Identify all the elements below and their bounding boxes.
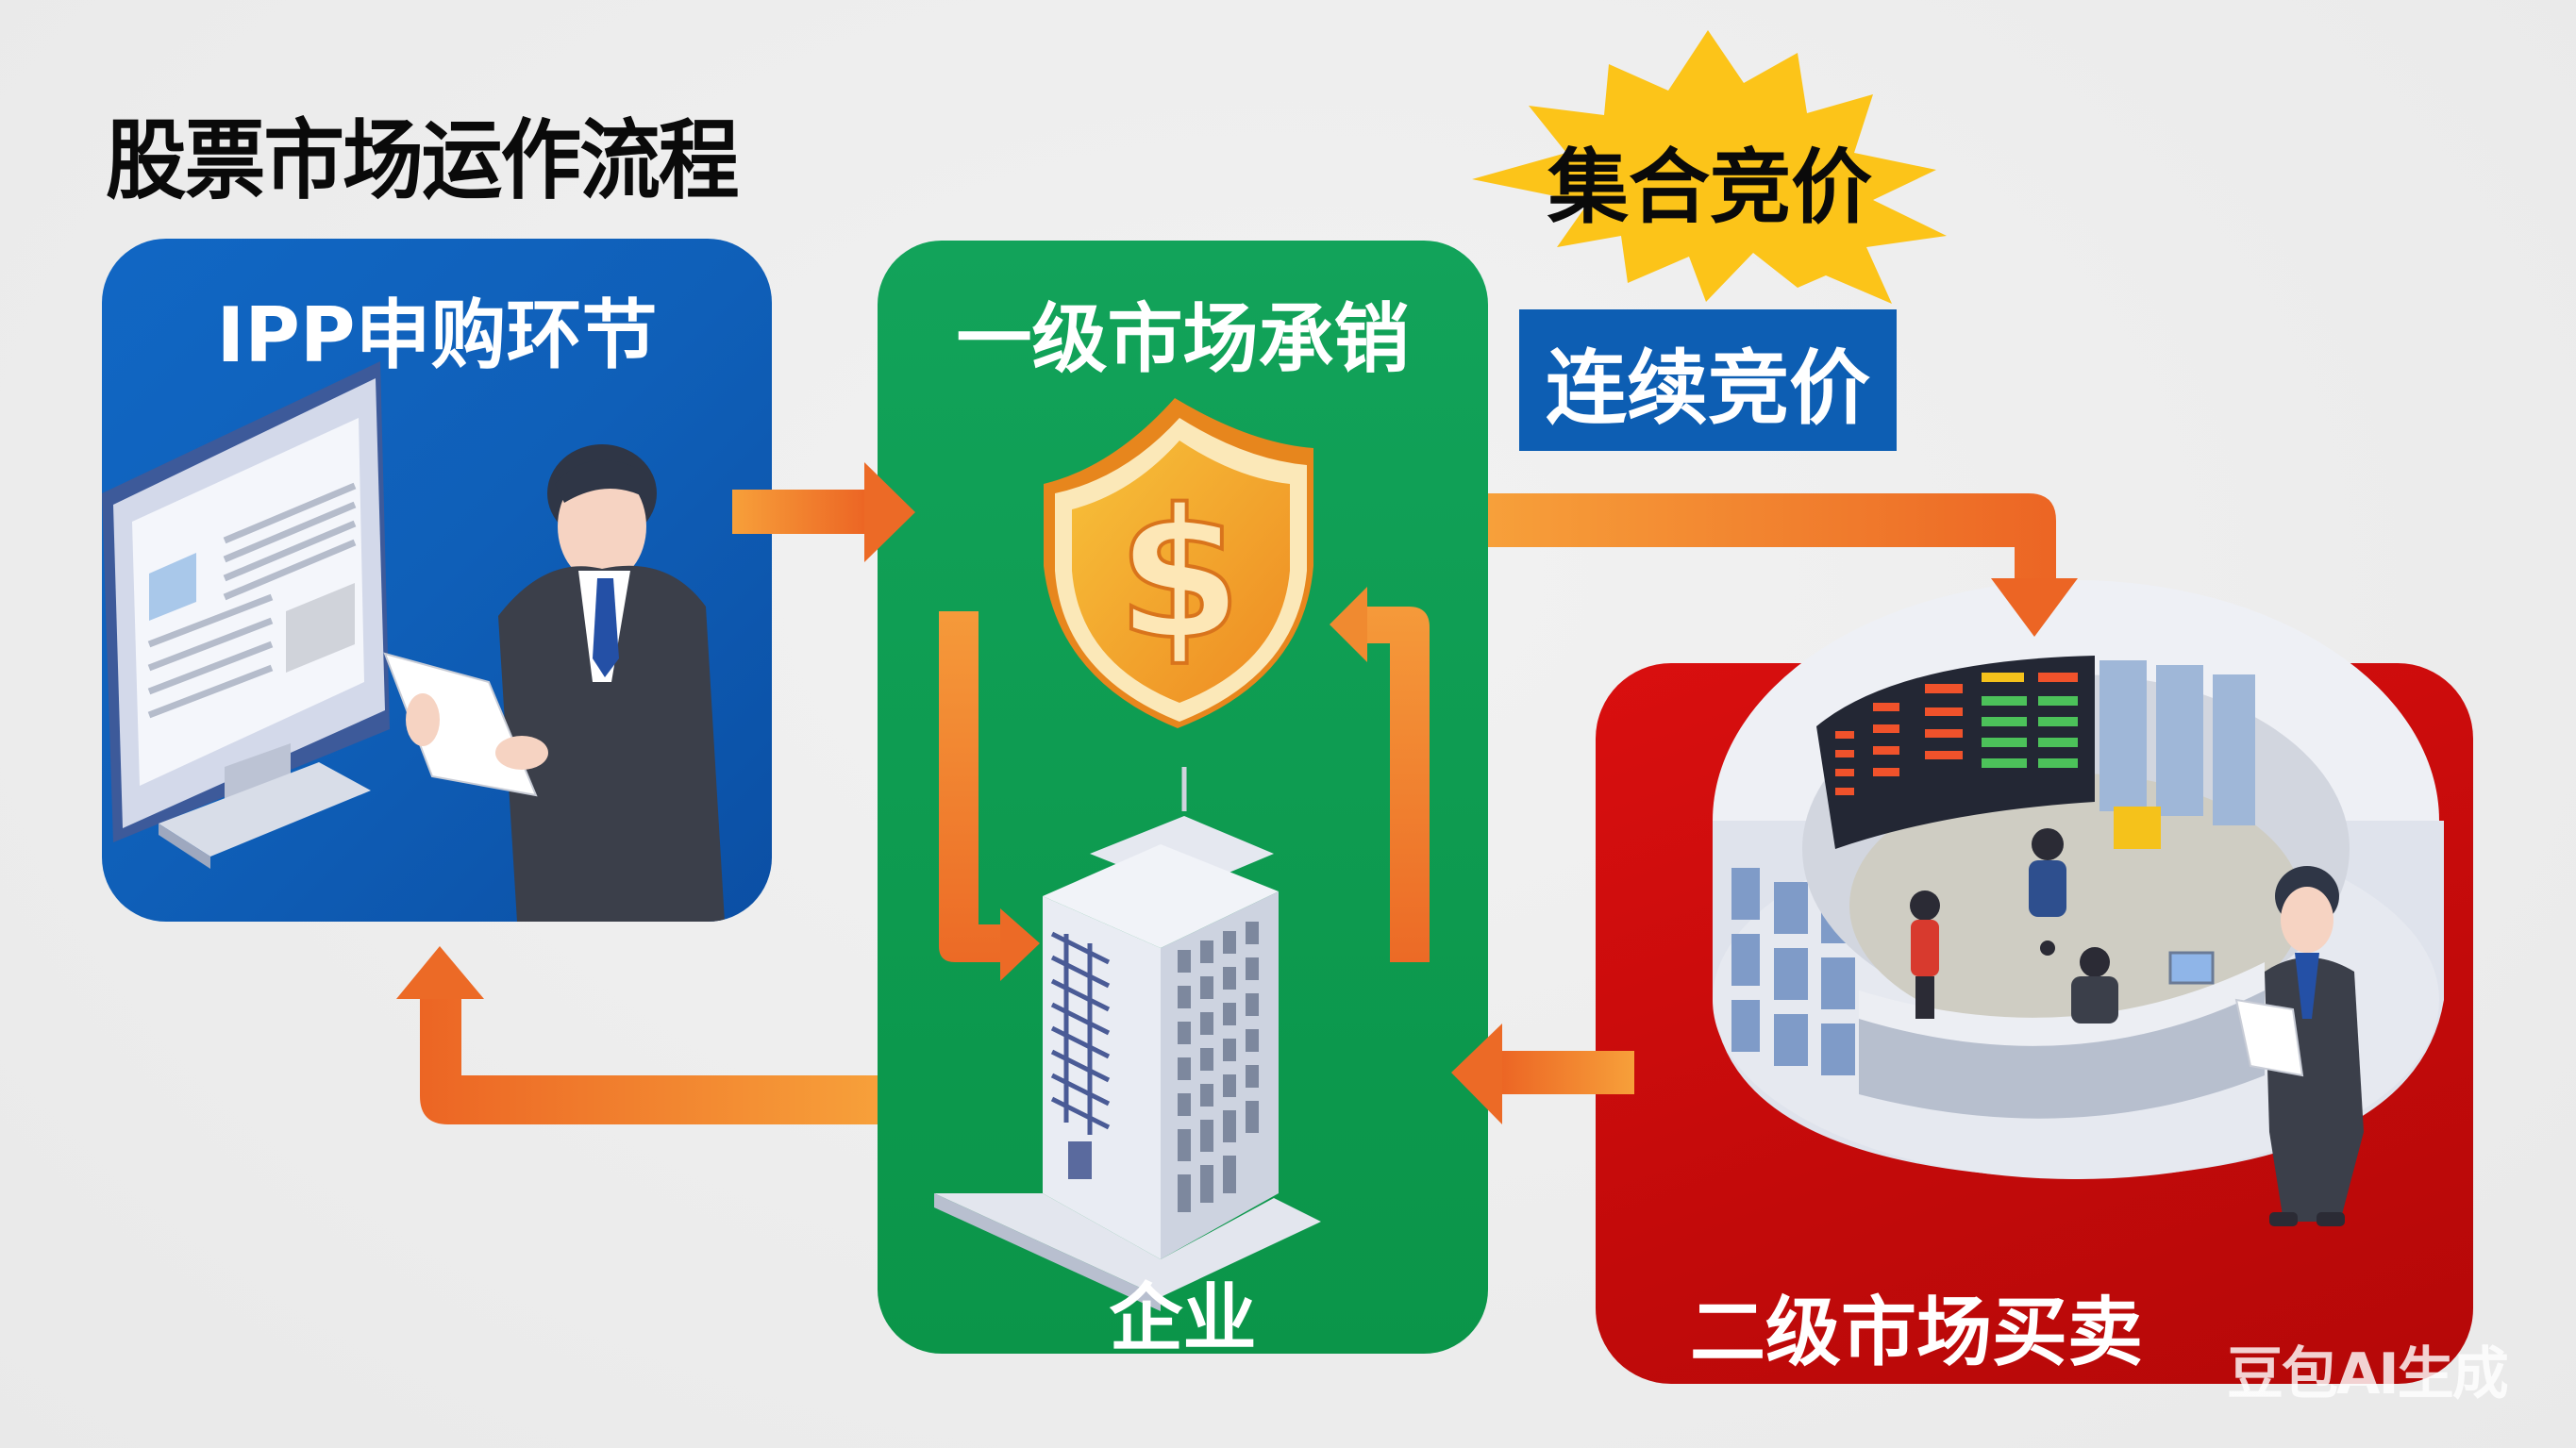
stage-card-primary-market: 一级市场承销 $ xyxy=(878,241,1488,1354)
page-title: 股票市场运作流程 xyxy=(106,110,739,211)
stage-title-secondary-market: 二级市场买卖 xyxy=(1690,1289,2143,1376)
call-auction-badge: 集合竞价 xyxy=(1547,141,1872,235)
svg-text:$: $ xyxy=(1117,471,1242,679)
continuous-auction-badge: 连续竞价 xyxy=(1519,309,1897,451)
computer-monitor-icon xyxy=(102,361,390,869)
arrow-primary-to-secondary xyxy=(1488,493,2078,637)
office-building-icon xyxy=(934,767,1321,1311)
dollar-shield-icon: $ xyxy=(1044,398,1313,728)
stage-card-secondary-market: 二级市场买卖 xyxy=(1596,663,2473,1384)
stage-card-ipo-subscription: IPP申购环节 xyxy=(102,239,772,922)
ai-watermark: 豆包AI生成 xyxy=(2227,1341,2509,1407)
stage-title-primary-market: 一级市场承销 xyxy=(956,295,1410,383)
company-label: 企业 xyxy=(1109,1276,1257,1354)
arrow-primary-to-subscription xyxy=(396,946,878,1124)
stage-title-ipo-subscription: IPP申购环节 xyxy=(216,291,658,379)
businessman-with-document-icon xyxy=(383,444,725,922)
